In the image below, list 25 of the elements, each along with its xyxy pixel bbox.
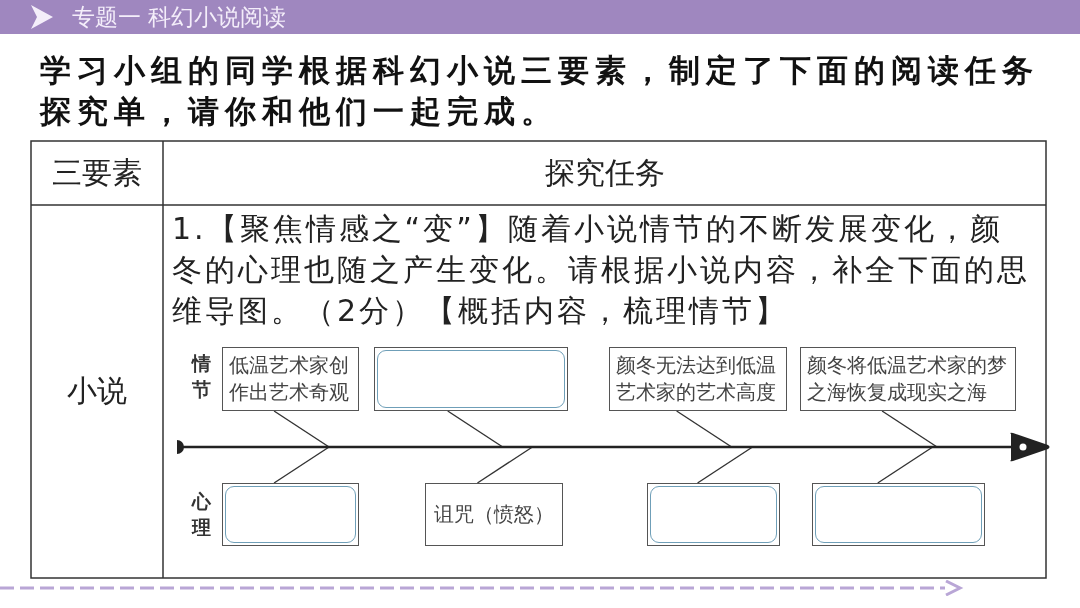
header-text: 三要素 [51, 153, 143, 192]
title-text: 专题一 科幻小说阅读 [72, 3, 287, 32]
answer-box [647, 483, 780, 546]
branch-line [881, 410, 938, 448]
answer-box [374, 347, 568, 411]
answer-box [222, 483, 359, 546]
answer-box [812, 483, 985, 546]
cell-text: 小说 [66, 372, 128, 410]
row-label: 情节 [190, 351, 212, 402]
text-box: 诅咒（愤怒） [425, 483, 563, 546]
branch-line [447, 410, 504, 448]
instruction-text: 学习小组的同学根据科幻小说三要素，制定了下面的阅读任务探究单，请你和他们一起完成。 [40, 51, 1040, 131]
header-text: 探究任务 [543, 153, 666, 192]
branch-line [877, 446, 934, 484]
task-text: 1.【聚焦情感之“变”】随着小说情节的不断发展变化，颜冬的心理也随之产生变化。请根据小说内容，补全下面的思维导图。（2分）【概括内容，梳理情节】 [172, 210, 1031, 330]
text-box: 低温艺术家创作出艺术奇观 [222, 347, 359, 411]
branch-line [273, 410, 330, 448]
branch-line [696, 446, 754, 484]
text-box: 颜冬无法达到低温艺术家的艺术高度 [609, 347, 787, 411]
row-label: 心理 [190, 489, 212, 540]
branch-line [675, 410, 733, 448]
text-box: 颜冬将低温艺术家的梦之海恢复成现实之海 [800, 347, 1016, 411]
fishbone-spine-arrow [175, 432, 1051, 462]
branch-line [273, 446, 330, 484]
branch-line [476, 446, 534, 484]
